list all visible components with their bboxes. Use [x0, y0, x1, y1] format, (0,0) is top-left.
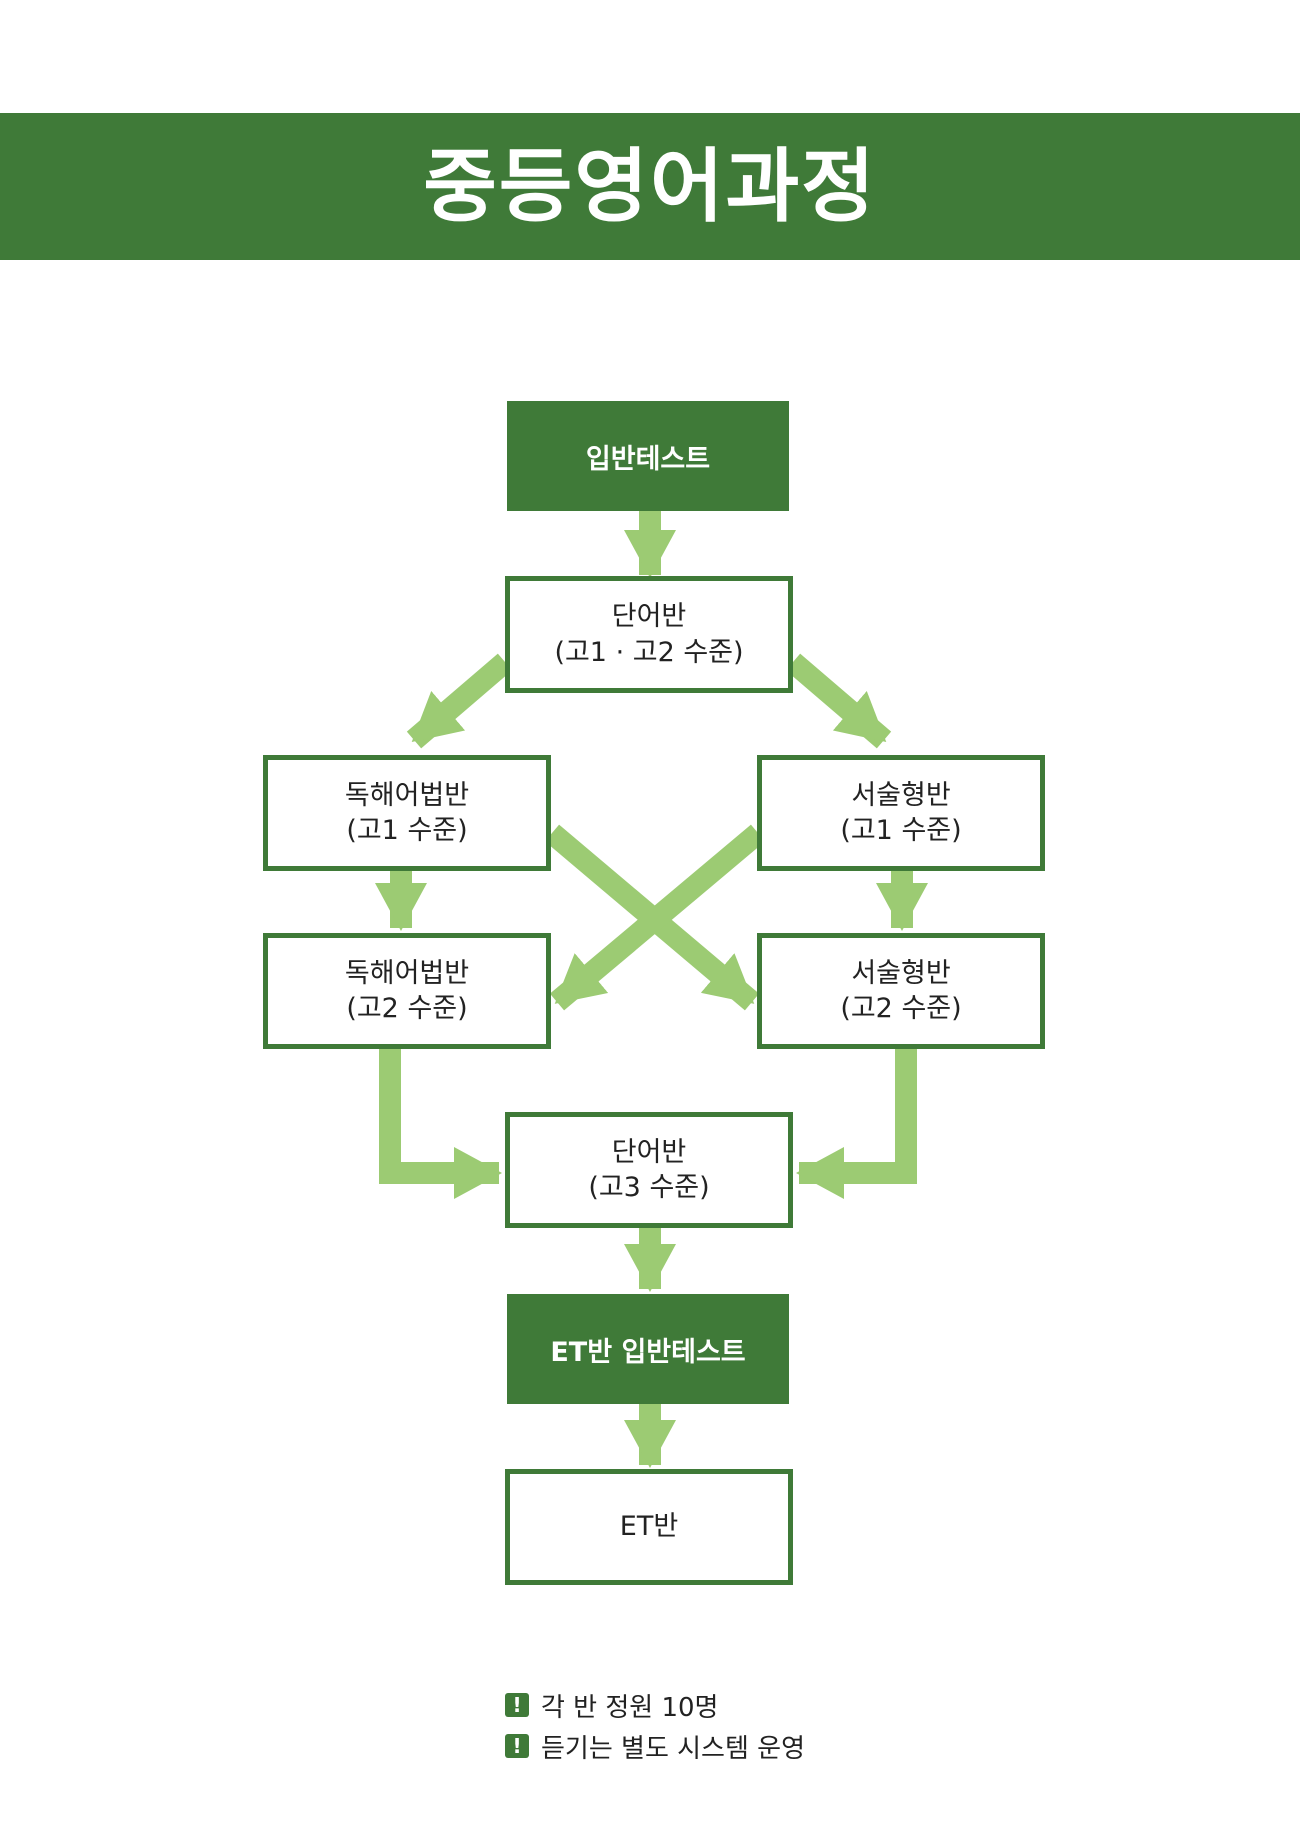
node-label: 독해어법반 [344, 779, 470, 811]
node-et-entrance-test: ET반 입반테스트 [507, 1294, 789, 1404]
node-label: 단어반 [611, 601, 687, 633]
note-item: ! 각 반 정원 10명 [505, 1690, 805, 1723]
exclamation-icon: ! [505, 1693, 529, 1717]
node-label: ET반 입반테스트 [550, 1336, 746, 1368]
node-label: 단어반 [611, 1136, 687, 1168]
arrow-reading-g2-to-vocab3 [379, 1048, 502, 1199]
arrow-writing-g2-to-vocab3 [796, 1048, 917, 1199]
node-sublabel: (고3 수준) [588, 1172, 710, 1203]
page-title: 중등영어과정 [423, 139, 877, 233]
node-vocab-g3: 단어반 (고3 수준) [505, 1112, 793, 1228]
node-reading-g1: 독해어법반 (고1 수준) [263, 755, 551, 871]
note-item: ! 듣기는 별도 시스템 운영 [505, 1731, 805, 1764]
node-sublabel: (고2 수준) [840, 993, 962, 1024]
title-banner: 중등영어과정 [0, 113, 1300, 260]
node-et-class: ET반 [505, 1469, 793, 1585]
node-sublabel: (고1 수준) [346, 815, 468, 846]
node-vocab-g1-g2: 단어반 (고1 · 고2 수준) [505, 576, 793, 693]
node-writing-g1: 서술형반 (고1 수준) [757, 755, 1045, 871]
node-reading-g2: 독해어법반 (고2 수준) [263, 933, 551, 1049]
notes-list: ! 각 반 정원 10명 ! 듣기는 별도 시스템 운영 [505, 1690, 805, 1772]
arrow-writing-g1-to-reading-g2 [549, 824, 766, 1011]
node-sublabel: (고2 수준) [346, 993, 468, 1024]
node-entrance-test: 입반테스트 [507, 401, 789, 511]
node-label: 독해어법반 [344, 957, 470, 989]
node-label: 서술형반 [851, 957, 951, 989]
node-label: 서술형반 [851, 779, 951, 811]
node-label: 입반테스트 [585, 443, 711, 475]
node-sublabel: (고1 수준) [840, 815, 962, 846]
exclamation-icon: ! [505, 1734, 529, 1758]
arrow-vocab1-to-writing-g1 [785, 653, 892, 749]
arrow-vocab1-to-reading-g1 [406, 653, 513, 749]
note-text: 각 반 정원 10명 [541, 1692, 719, 1723]
node-label: ET반 [619, 1511, 679, 1543]
note-text: 듣기는 별도 시스템 운영 [541, 1733, 805, 1764]
node-writing-g2: 서술형반 (고2 수준) [757, 933, 1045, 1049]
node-sublabel: (고1 · 고2 수준) [554, 636, 744, 668]
